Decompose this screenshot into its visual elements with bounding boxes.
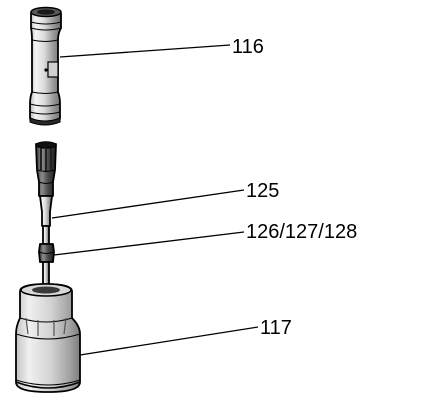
leader-line-126 <box>53 231 245 256</box>
label-125: 125 <box>246 180 279 202</box>
part-117-cap <box>15 283 81 393</box>
part-116-housing <box>29 6 62 126</box>
part-125-needle-assembly <box>35 141 57 245</box>
label-117: 117 <box>260 317 292 339</box>
leader-line-117 <box>79 326 259 356</box>
label-116: 116 <box>232 36 264 58</box>
label-126-127-128: 126/127/128 <box>246 221 357 243</box>
leader-line-125 <box>51 189 245 219</box>
leader-line-116 <box>59 44 231 58</box>
